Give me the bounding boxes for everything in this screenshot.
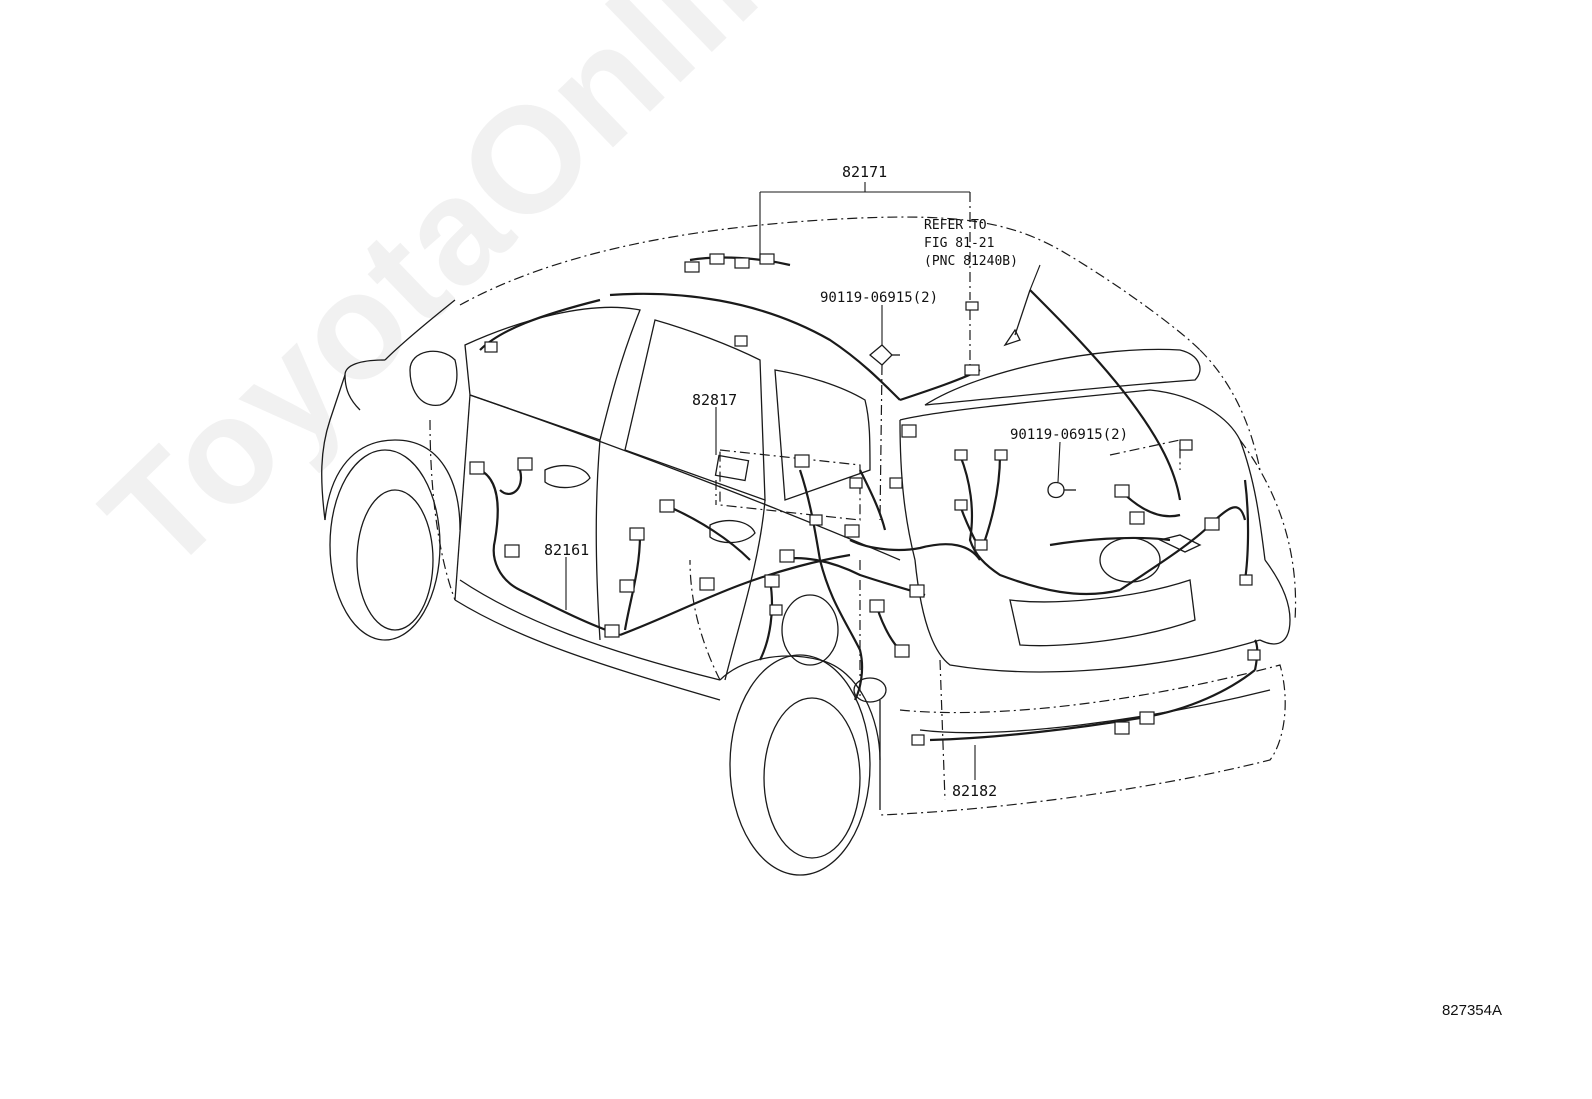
part-label-clamp-upper: 90119-06915(2) bbox=[820, 290, 939, 306]
rear-bumper-harness-wires bbox=[911, 639, 1261, 746]
part-label-rear-harness: 82182 bbox=[952, 782, 998, 800]
door-harness-wires bbox=[469, 457, 851, 638]
part-label-door-harness: 82161 bbox=[544, 541, 590, 559]
car-body bbox=[321, 216, 1297, 876]
clamp-bolts bbox=[714, 344, 1076, 499]
roof-harness-wires bbox=[479, 253, 1182, 501]
refer-note-line1: REFER TO bbox=[924, 218, 987, 233]
refer-note-line2: FIG 81-21 bbox=[924, 236, 995, 251]
floor-harness-wires bbox=[759, 454, 981, 703]
part-label-roof-harness: 82171 bbox=[842, 163, 888, 181]
part-label-floor-pad: 82817 bbox=[692, 391, 738, 409]
leader-lines bbox=[565, 182, 1061, 780]
refer-note-line3: (PNC 81240B) bbox=[924, 254, 1018, 269]
rear-hatch-harness-wires bbox=[901, 424, 1253, 596]
part-label-clamp-right: 90119-06915(2) bbox=[1010, 427, 1129, 443]
figure-number: 827354A bbox=[1441, 1002, 1502, 1019]
